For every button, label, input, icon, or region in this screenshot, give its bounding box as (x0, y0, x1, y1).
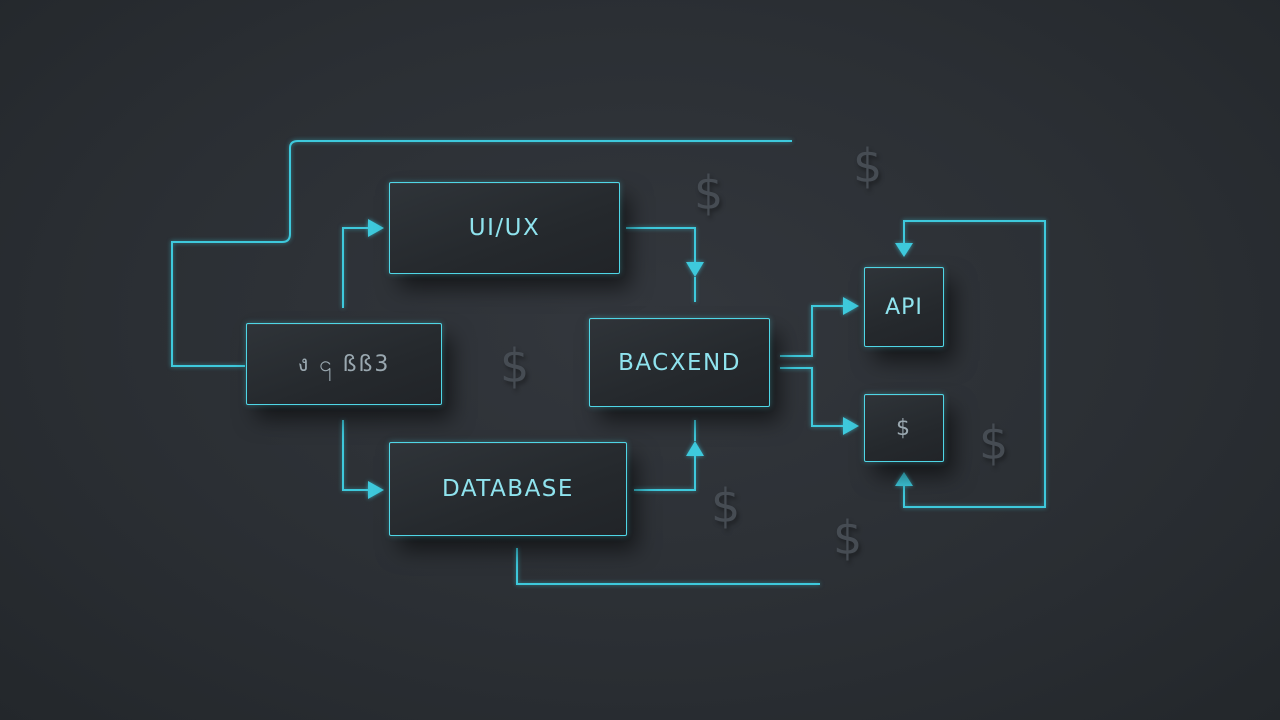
source-node-label: ง ၎ ßß3 (297, 352, 391, 377)
dollar-icon: $ (979, 416, 1009, 470)
arrowhead-uiux (368, 219, 384, 237)
api-node[interactable]: API (864, 267, 944, 347)
connector-source-database (342, 420, 372, 491)
connector-top-loop (171, 140, 792, 367)
dollar-icon: $ (896, 415, 912, 441)
arrowhead-database (368, 481, 384, 499)
api-node-label: API (885, 294, 923, 320)
backend-node-label: BACXEND (618, 349, 741, 376)
dollar-icon: $ (833, 511, 863, 565)
uiux-node-label: UI/UX (468, 215, 541, 241)
uiux-node[interactable]: UI/UX (389, 182, 620, 274)
connector-backend-payment (780, 367, 846, 427)
arrowhead-payment-bottom (895, 472, 913, 486)
dollar-icon: $ (500, 339, 530, 393)
dollar-icon: $ (694, 166, 724, 220)
backend-node[interactable]: BACXEND (589, 318, 770, 407)
database-node-label: DATABASE (442, 476, 574, 502)
source-node[interactable]: ง ၎ ßß3 (246, 323, 442, 405)
connector-database-backend (634, 456, 696, 491)
arrowhead-backend-bottom (686, 441, 704, 456)
connector-right-loop (903, 220, 1046, 508)
payment-node[interactable]: $ (864, 394, 944, 462)
arrowhead-api (843, 297, 859, 315)
connector-backend-api (780, 305, 846, 357)
arrowhead-payment (843, 417, 859, 435)
arrowhead-api-top (895, 243, 913, 257)
connector-source-uiux (342, 227, 372, 308)
connector-uiux-backend (626, 227, 696, 262)
arrowhead-backend-top (686, 262, 704, 277)
dollar-icon: $ (853, 139, 883, 193)
dollar-icon: $ (711, 479, 741, 533)
database-node[interactable]: DATABASE (389, 442, 627, 536)
connector-database-bottom (516, 548, 820, 585)
